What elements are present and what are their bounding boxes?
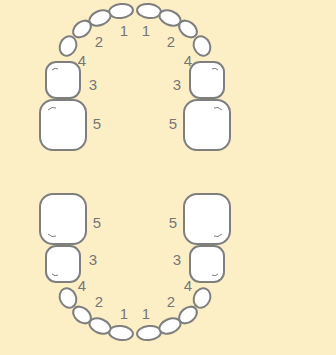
lower-right-teeth xyxy=(136,194,230,341)
eruption-order-number: 4 xyxy=(184,53,192,68)
eruption-order-number: 1 xyxy=(142,23,150,38)
eruption-order-number: 1 xyxy=(120,23,128,38)
lower-left-teeth xyxy=(40,194,134,341)
eruption-order-number: 2 xyxy=(95,294,103,309)
eruption-order-number: 5 xyxy=(169,215,177,230)
eruption-order-number: 2 xyxy=(95,34,103,49)
eruption-order-number: 1 xyxy=(142,306,150,321)
eruption-order-number: 3 xyxy=(89,252,97,267)
eruption-order-number: 5 xyxy=(93,215,101,230)
upper-left-teeth xyxy=(40,3,134,150)
eruption-order-number: 1 xyxy=(120,306,128,321)
eruption-order-number: 4 xyxy=(184,278,192,293)
eruption-order-number: 3 xyxy=(173,77,181,92)
eruption-order-number: 3 xyxy=(173,252,181,267)
eruption-order-number: 2 xyxy=(167,34,175,49)
eruption-order-number: 5 xyxy=(93,116,101,131)
eruption-order-number: 5 xyxy=(169,116,177,131)
upper-right-teeth xyxy=(136,3,230,150)
eruption-order-number: 4 xyxy=(78,53,86,68)
eruption-order-number: 3 xyxy=(89,77,97,92)
eruption-order-number: 4 xyxy=(78,278,86,293)
eruption-order-number: 2 xyxy=(167,294,175,309)
